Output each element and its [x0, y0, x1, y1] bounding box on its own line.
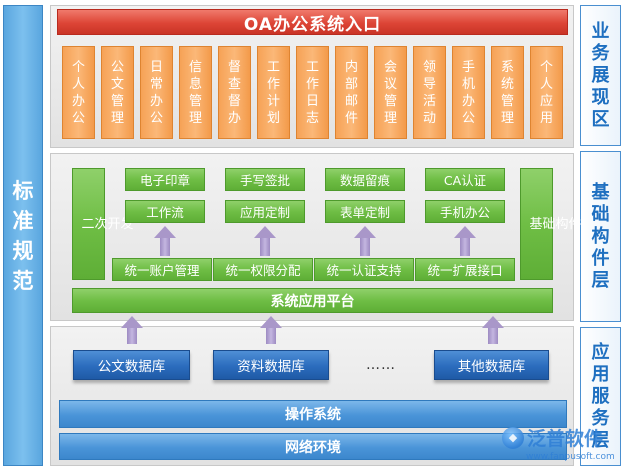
app-column: 系统管理 — [491, 46, 524, 139]
logo-name: 泛普软件 — [527, 428, 604, 450]
app-column: 信息管理 — [179, 46, 212, 139]
app-column: 领导活动 — [413, 46, 446, 139]
standards-label: 标准规范 — [12, 178, 34, 293]
fanpu-logo: ◆ 泛普软件 www.fanpusoft.com — [502, 424, 620, 466]
layer-label-services: 应用服务层 — [580, 327, 621, 466]
standards-bar: 标准规范 — [3, 5, 43, 466]
base-component-block: 基础构件 — [520, 168, 582, 280]
app-label: 日常办公 — [149, 59, 163, 126]
document-db-box: 公文数据库 — [73, 350, 190, 380]
app-customize-box: 应用定制 — [225, 200, 305, 223]
arrow-up-icon — [482, 316, 504, 344]
app-label: 会议管理 — [383, 59, 397, 126]
workflow-box: 工作流 — [125, 200, 205, 223]
app-column: 个人办公 — [62, 46, 95, 139]
unified-auth-box: 统一认证支持 — [314, 258, 414, 281]
layer-label-presentation: 业务展现区 — [580, 5, 621, 146]
other-db-box: 其他数据库 — [434, 350, 549, 380]
app-column: 会议管理 — [374, 46, 407, 139]
ca-auth-box: CA认证 — [425, 168, 505, 191]
app-label: 工作计划 — [266, 59, 280, 126]
app-label: 系统管理 — [500, 59, 514, 126]
network-bar: 网络环境 — [59, 433, 567, 460]
layer-label-components: 基础构件层 — [580, 151, 621, 322]
handwriting-approval-box: 手写签批 — [225, 168, 305, 191]
app-label: 督查督办 — [227, 59, 241, 126]
app-label: 手机办公 — [461, 59, 475, 126]
app-label: 公文管理 — [110, 59, 124, 126]
app-column: 日常办公 — [140, 46, 173, 139]
data-trace-box: 数据留痕 — [325, 168, 405, 191]
arrow-up-icon — [254, 226, 276, 256]
oa-entry-title: OA办公系统入口 — [57, 9, 568, 35]
arrow-up-icon — [354, 226, 376, 256]
os-bar: 操作系统 — [59, 400, 567, 428]
fanpu-logo-icon: ◆ — [502, 426, 524, 449]
app-label: 工作日志 — [305, 59, 319, 126]
arrow-up-icon — [154, 226, 176, 256]
app-label: 个人办公 — [71, 59, 85, 126]
material-db-box: 资料数据库 — [213, 350, 329, 380]
e-seal-box: 电子印章 — [125, 168, 205, 191]
app-label: 个人应用 — [539, 59, 553, 126]
app-column: 内部邮件 — [335, 46, 368, 139]
arrow-up-icon — [121, 316, 143, 344]
app-label: 内部邮件 — [344, 59, 358, 126]
app-label: 领导活动 — [422, 59, 436, 126]
logo-url: www.fanpusoft.com — [526, 452, 615, 462]
app-column: 工作计划 — [257, 46, 290, 139]
unified-interface-box: 统一扩展接口 — [415, 258, 515, 281]
mobile-office-box: 手机办公 — [425, 200, 505, 223]
unified-account-box: 统一账户管理 — [112, 258, 212, 281]
secondary-dev-block: 二次开发 — [72, 168, 134, 280]
system-platform-bar: 系统应用平台 — [72, 288, 553, 313]
app-column: 公文管理 — [101, 46, 134, 139]
ellipsis: …… — [366, 357, 396, 373]
app-column: 个人应用 — [530, 46, 563, 139]
form-customize-box: 表单定制 — [325, 200, 405, 223]
app-column: 督查督办 — [218, 46, 251, 139]
arrow-up-icon — [260, 316, 282, 344]
arrow-up-icon — [454, 226, 476, 256]
app-label: 信息管理 — [188, 59, 202, 126]
app-column: 手机办公 — [452, 46, 485, 139]
app-column: 工作日志 — [296, 46, 329, 139]
unified-permission-box: 统一权限分配 — [213, 258, 313, 281]
